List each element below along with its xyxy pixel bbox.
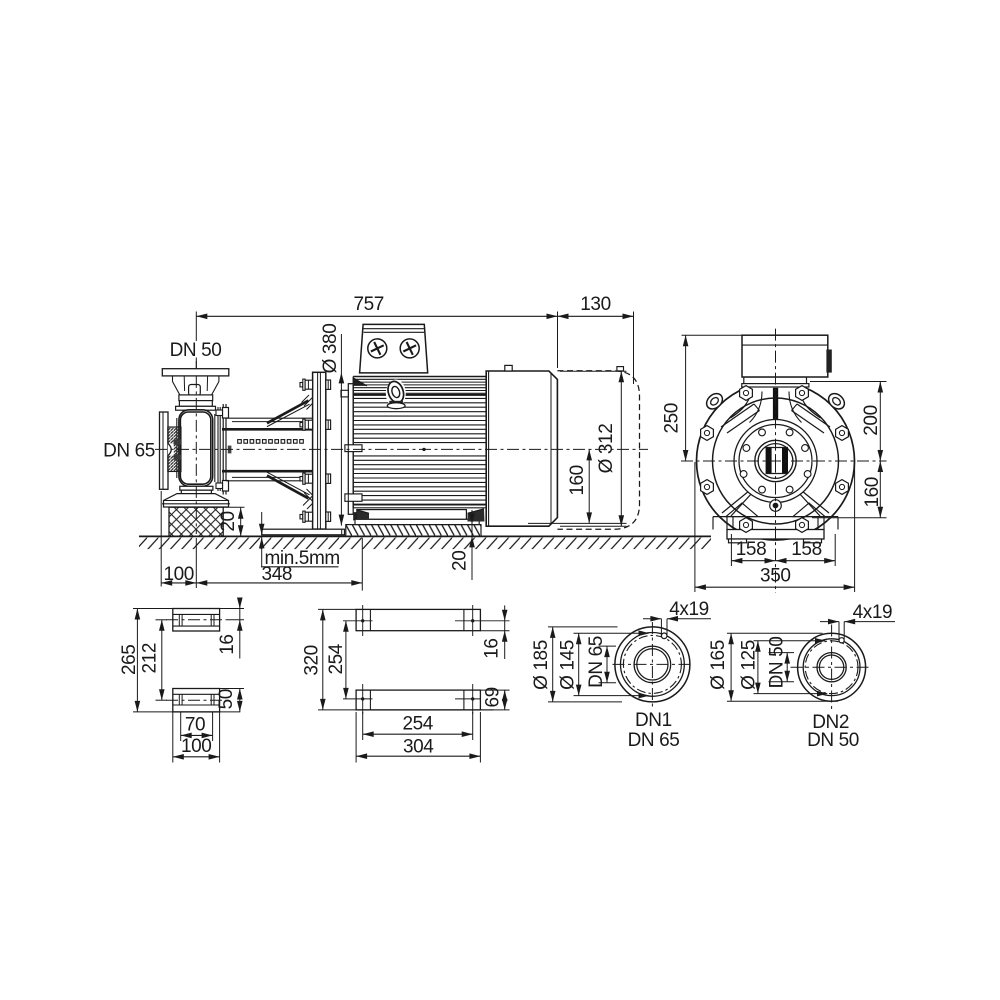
svg-text:Ø 312: Ø 312 <box>596 424 617 474</box>
svg-text:Ø 145: Ø 145 <box>558 640 579 690</box>
svg-text:250: 250 <box>661 403 682 434</box>
svg-text:69: 69 <box>483 687 504 707</box>
svg-text:158: 158 <box>791 539 822 560</box>
svg-text:757: 757 <box>353 294 384 315</box>
svg-text:DN 65: DN 65 <box>586 636 607 688</box>
svg-text:100: 100 <box>181 736 212 757</box>
svg-text:200: 200 <box>861 405 882 436</box>
svg-text:DN1: DN1 <box>635 710 672 731</box>
svg-text:160: 160 <box>862 477 883 508</box>
svg-text:265: 265 <box>119 645 140 676</box>
svg-text:350: 350 <box>760 565 791 586</box>
svg-text:4x19: 4x19 <box>669 599 709 620</box>
svg-text:212: 212 <box>139 643 160 674</box>
svg-text:Ø 165: Ø 165 <box>708 640 729 690</box>
svg-text:Ø 380: Ø 380 <box>320 324 341 374</box>
svg-text:20: 20 <box>450 551 471 571</box>
svg-text:DN 65: DN 65 <box>628 730 680 751</box>
svg-text:70: 70 <box>185 715 205 736</box>
svg-text:254: 254 <box>402 714 433 735</box>
svg-text:254: 254 <box>326 643 347 674</box>
svg-text:Ø 185: Ø 185 <box>531 640 552 690</box>
svg-text:DN2: DN2 <box>812 712 849 733</box>
svg-text:DN 50: DN 50 <box>766 637 787 689</box>
svg-text:Ø 125: Ø 125 <box>738 640 759 690</box>
svg-text:16: 16 <box>217 634 238 654</box>
svg-text:100: 100 <box>163 564 194 585</box>
svg-text:DN 65: DN 65 <box>103 441 155 462</box>
svg-text:4x19: 4x19 <box>853 602 893 623</box>
svg-text:50: 50 <box>216 689 237 709</box>
svg-text:20: 20 <box>218 511 239 531</box>
svg-text:16: 16 <box>482 638 503 658</box>
svg-text:320: 320 <box>302 645 323 676</box>
svg-text:158: 158 <box>736 539 767 560</box>
svg-text:DN 50: DN 50 <box>807 730 859 751</box>
svg-text:DN 50: DN 50 <box>170 340 222 361</box>
svg-text:160: 160 <box>567 465 588 496</box>
svg-text:min.5mm: min.5mm <box>265 548 340 569</box>
svg-text:130: 130 <box>580 294 611 315</box>
svg-text:304: 304 <box>403 737 434 758</box>
svg-text:348: 348 <box>262 564 293 585</box>
